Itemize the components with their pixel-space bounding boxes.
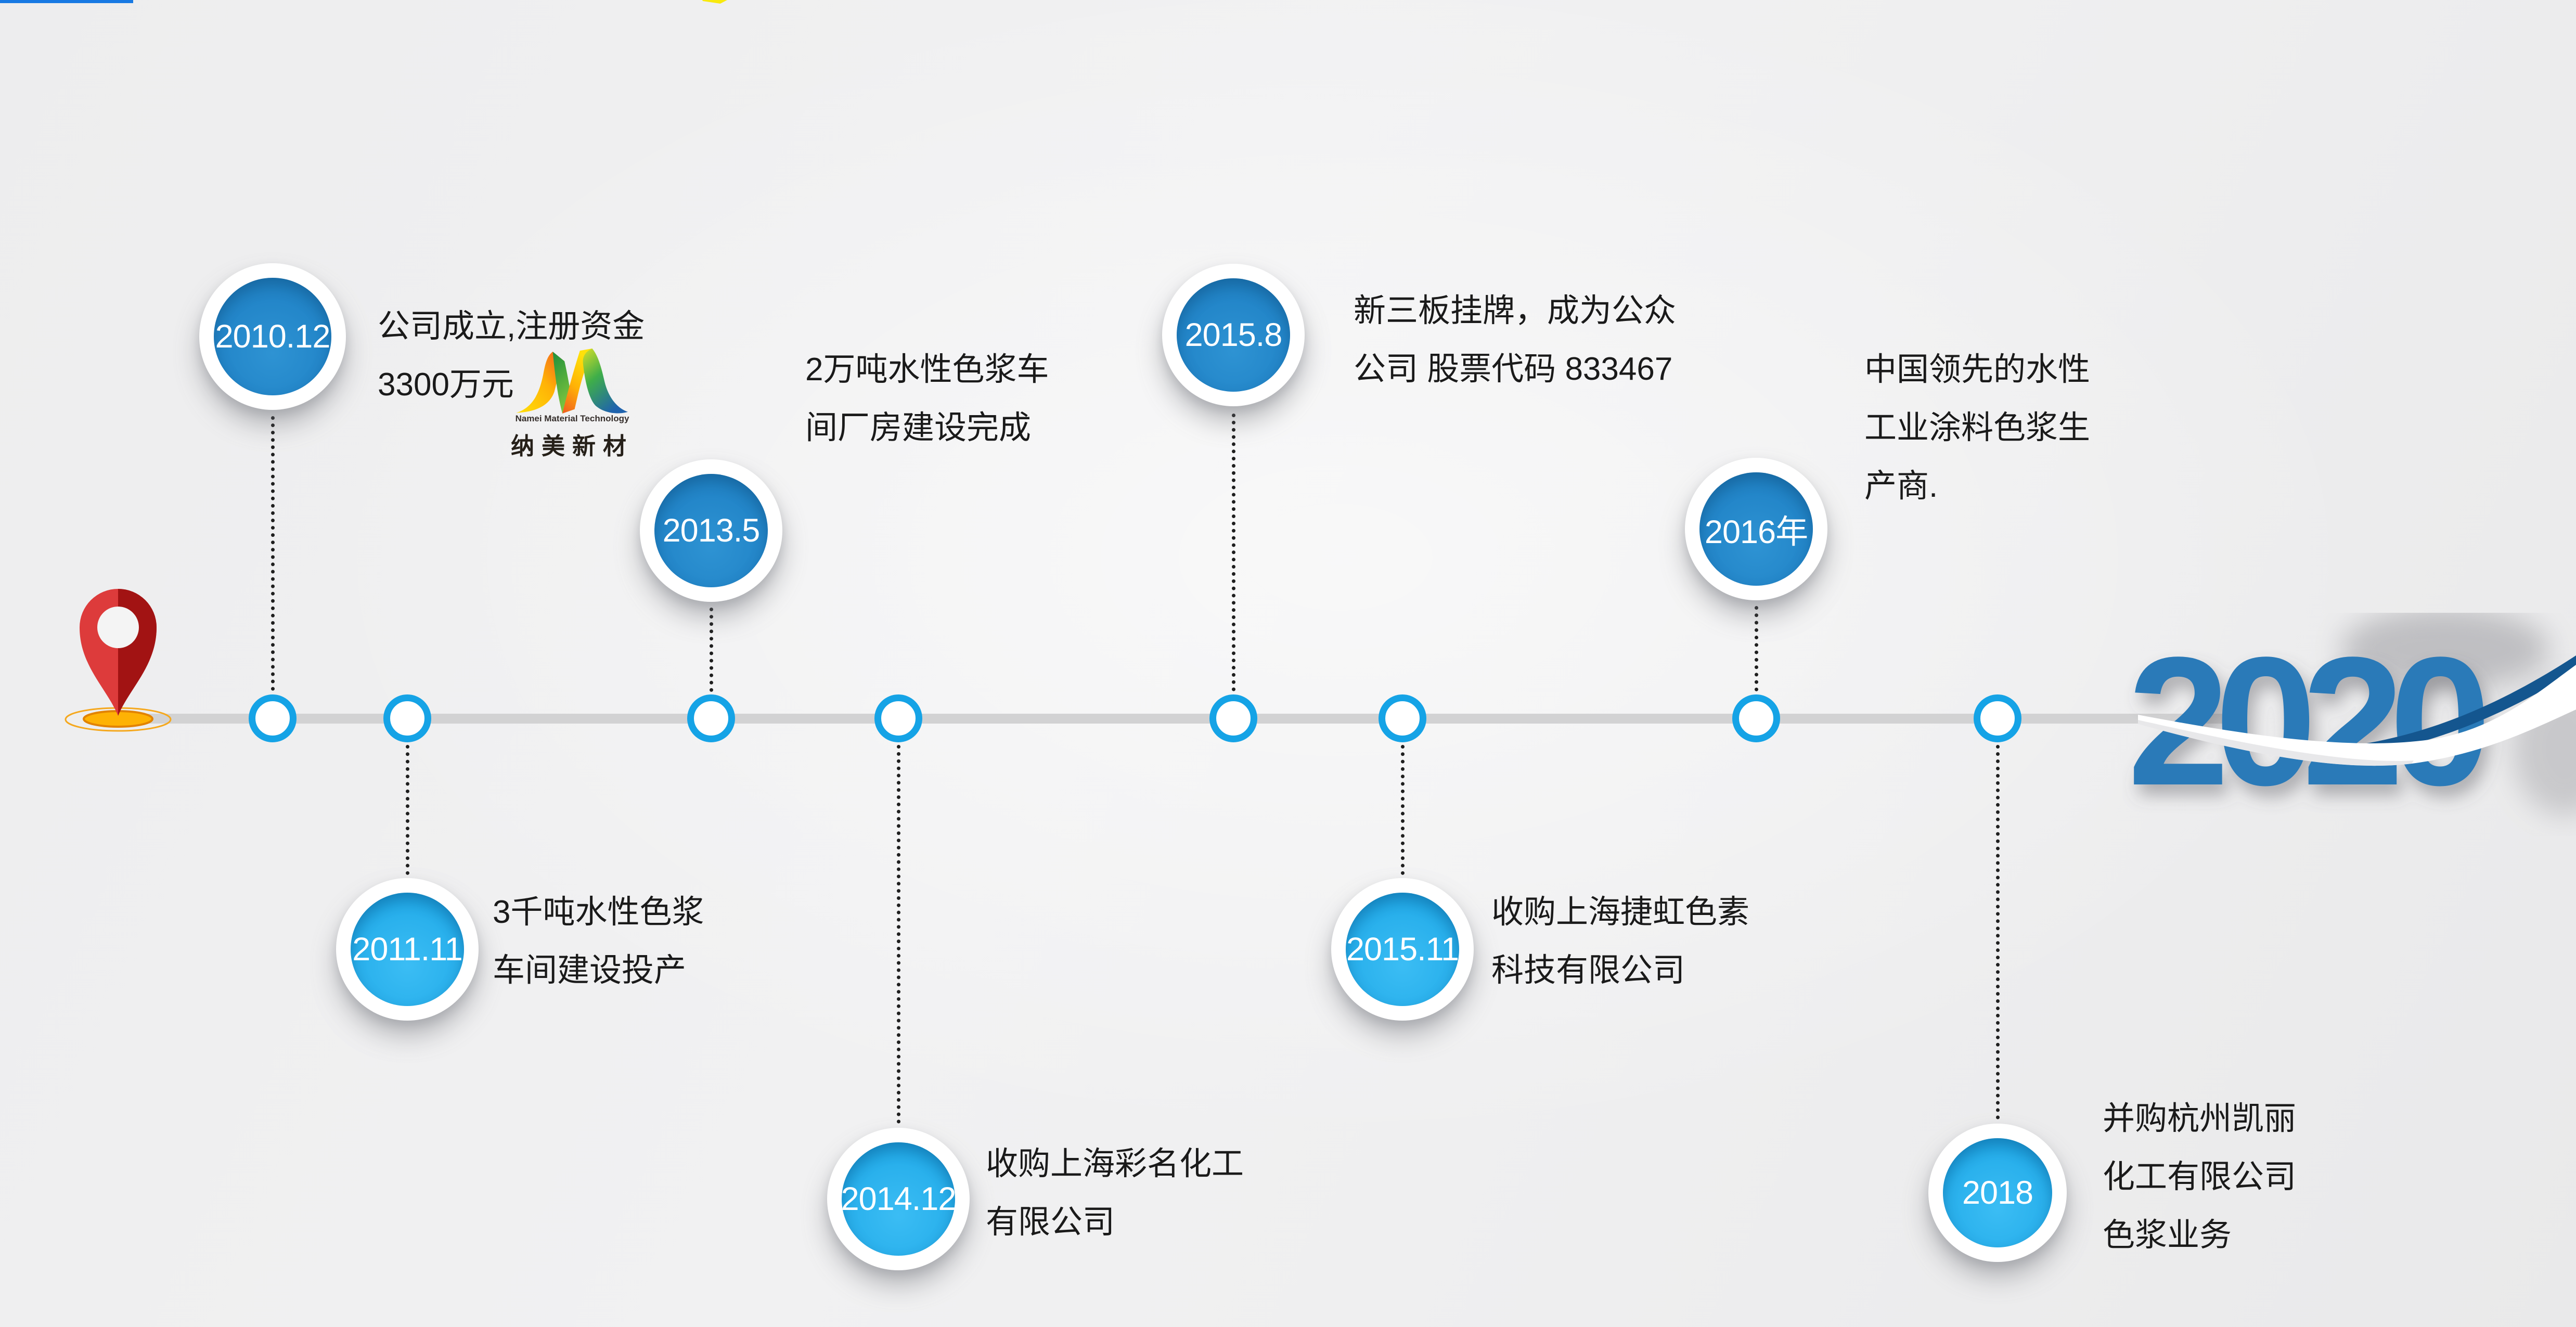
milestone-year: 2018 bbox=[1962, 1175, 2033, 1211]
milestone-desc-2016: 中国领先的水性 工业涂料色浆生 产商. bbox=[1864, 341, 2090, 516]
logo-m-icon bbox=[516, 348, 628, 414]
milestone-desc-2014-12: 收购上海彩名化工 有限公司 bbox=[986, 1135, 1244, 1252]
desc-line: 中国领先的水性 bbox=[1864, 352, 2091, 388]
milestone-circle-2015-8: 2015.8 bbox=[1162, 264, 1305, 406]
start-location-pin-icon bbox=[55, 582, 182, 740]
desc-line: 色浆业务 bbox=[2103, 1217, 2232, 1253]
logo-cn-text: 纳美新材 bbox=[510, 433, 634, 459]
milestone-year: 2015.11 bbox=[1346, 931, 1459, 968]
desc-line: 收购上海彩名化工 bbox=[986, 1146, 1244, 1182]
milestone-desc-2011-11: 3千吨水性色浆 车间建设投产 bbox=[493, 883, 704, 1000]
desc-line: 3千吨水性色浆 bbox=[493, 894, 704, 930]
desc-line: 科技有限公司 bbox=[1491, 952, 1685, 988]
milestone-circle-2013-5: 2013.5 bbox=[640, 459, 782, 602]
timeline-node-2014-12 bbox=[874, 694, 922, 742]
milestone-circle-2016: 2016年 bbox=[1685, 458, 1827, 600]
connector-2015-8 bbox=[1232, 414, 1235, 691]
milestone-year: 2015.8 bbox=[1184, 317, 1283, 353]
desc-line: 有限公司 bbox=[986, 1204, 1115, 1240]
company-logo: Namei Material Technology 纳美新材 bbox=[506, 345, 638, 461]
endmark-2020-graphic: 2020 bbox=[2122, 608, 2576, 839]
milestone-year: 2011.11 bbox=[352, 931, 462, 968]
desc-line: 工业涂料色浆生 bbox=[1864, 410, 2091, 446]
milestone-year: 2013.5 bbox=[662, 512, 761, 549]
desc-line: 产商. bbox=[1864, 468, 1938, 504]
connector-2016 bbox=[1755, 606, 1758, 691]
desc-line: 新三板挂牌，成为公众 bbox=[1354, 293, 1677, 329]
milestone-desc-2018: 并购杭州凯丽 化工有限公司 色浆业务 bbox=[2103, 1090, 2296, 1265]
top-yellow-wedge bbox=[702, 0, 727, 4]
desc-line: 并购杭州凯丽 bbox=[2103, 1101, 2297, 1137]
timeline-node-2010-12 bbox=[249, 694, 297, 742]
logo-en-text: Namei Material Technology bbox=[515, 414, 629, 423]
top-blue-bar bbox=[0, 0, 133, 3]
timeline-node-2011-11 bbox=[383, 694, 431, 742]
milestone-circle-2014-12: 2014.12 bbox=[827, 1128, 970, 1270]
timeline-node-2013-5 bbox=[687, 694, 735, 742]
endmark-year-text: 2020 bbox=[2128, 619, 2484, 823]
desc-line: 车间建设投产 bbox=[493, 952, 687, 988]
desc-line: 公司成立,注册资金 bbox=[378, 308, 645, 344]
milestone-desc-2015-11: 收购上海捷虹色素 科技有限公司 bbox=[1491, 883, 1749, 1000]
connector-2013-5 bbox=[710, 608, 713, 692]
milestone-circle-2011-11: 2011.11 bbox=[336, 878, 479, 1021]
timeline-node-2016 bbox=[1732, 694, 1780, 742]
milestone-year: 2014.12 bbox=[841, 1181, 957, 1217]
timeline-line bbox=[125, 714, 2242, 724]
milestone-circle-2015-11: 2015.11 bbox=[1331, 878, 1474, 1021]
milestone-desc-2013-5: 2万吨水性色浆车 间厂房建设完成 bbox=[805, 341, 1049, 457]
desc-line: 收购上海捷虹色素 bbox=[1491, 894, 1750, 930]
timeline-node-2018 bbox=[1974, 694, 2021, 742]
desc-line: 化工有限公司 bbox=[2103, 1159, 2297, 1195]
milestone-desc-2010-12: 公司成立,注册资金 3300万元 bbox=[378, 298, 645, 414]
connector-2011-11 bbox=[406, 745, 409, 875]
milestone-desc-2015-8: 新三板挂牌，成为公众 公司 股票代码 833467 bbox=[1354, 282, 1676, 398]
milestone-year: 2010.12 bbox=[215, 318, 331, 355]
connector-2018 bbox=[1996, 745, 2000, 1119]
desc-line: 公司 股票代码 833467 bbox=[1354, 351, 1673, 387]
desc-line: 3300万元 bbox=[378, 367, 514, 403]
milestone-year: 2016年 bbox=[1704, 513, 1808, 550]
milestone-circle-2010-12: 2010.12 bbox=[199, 263, 346, 410]
connector-2010-12 bbox=[271, 416, 275, 691]
milestone-circle-2018: 2018 bbox=[1928, 1124, 2067, 1262]
timeline-node-2015-8 bbox=[1209, 694, 1257, 742]
connector-2014-12 bbox=[897, 745, 900, 1124]
desc-line: 间厂房建设完成 bbox=[805, 410, 1032, 446]
connector-2015-11 bbox=[1401, 745, 1405, 875]
timeline-node-2015-11 bbox=[1379, 694, 1426, 742]
desc-line: 2万吨水性色浆车 bbox=[805, 352, 1049, 388]
